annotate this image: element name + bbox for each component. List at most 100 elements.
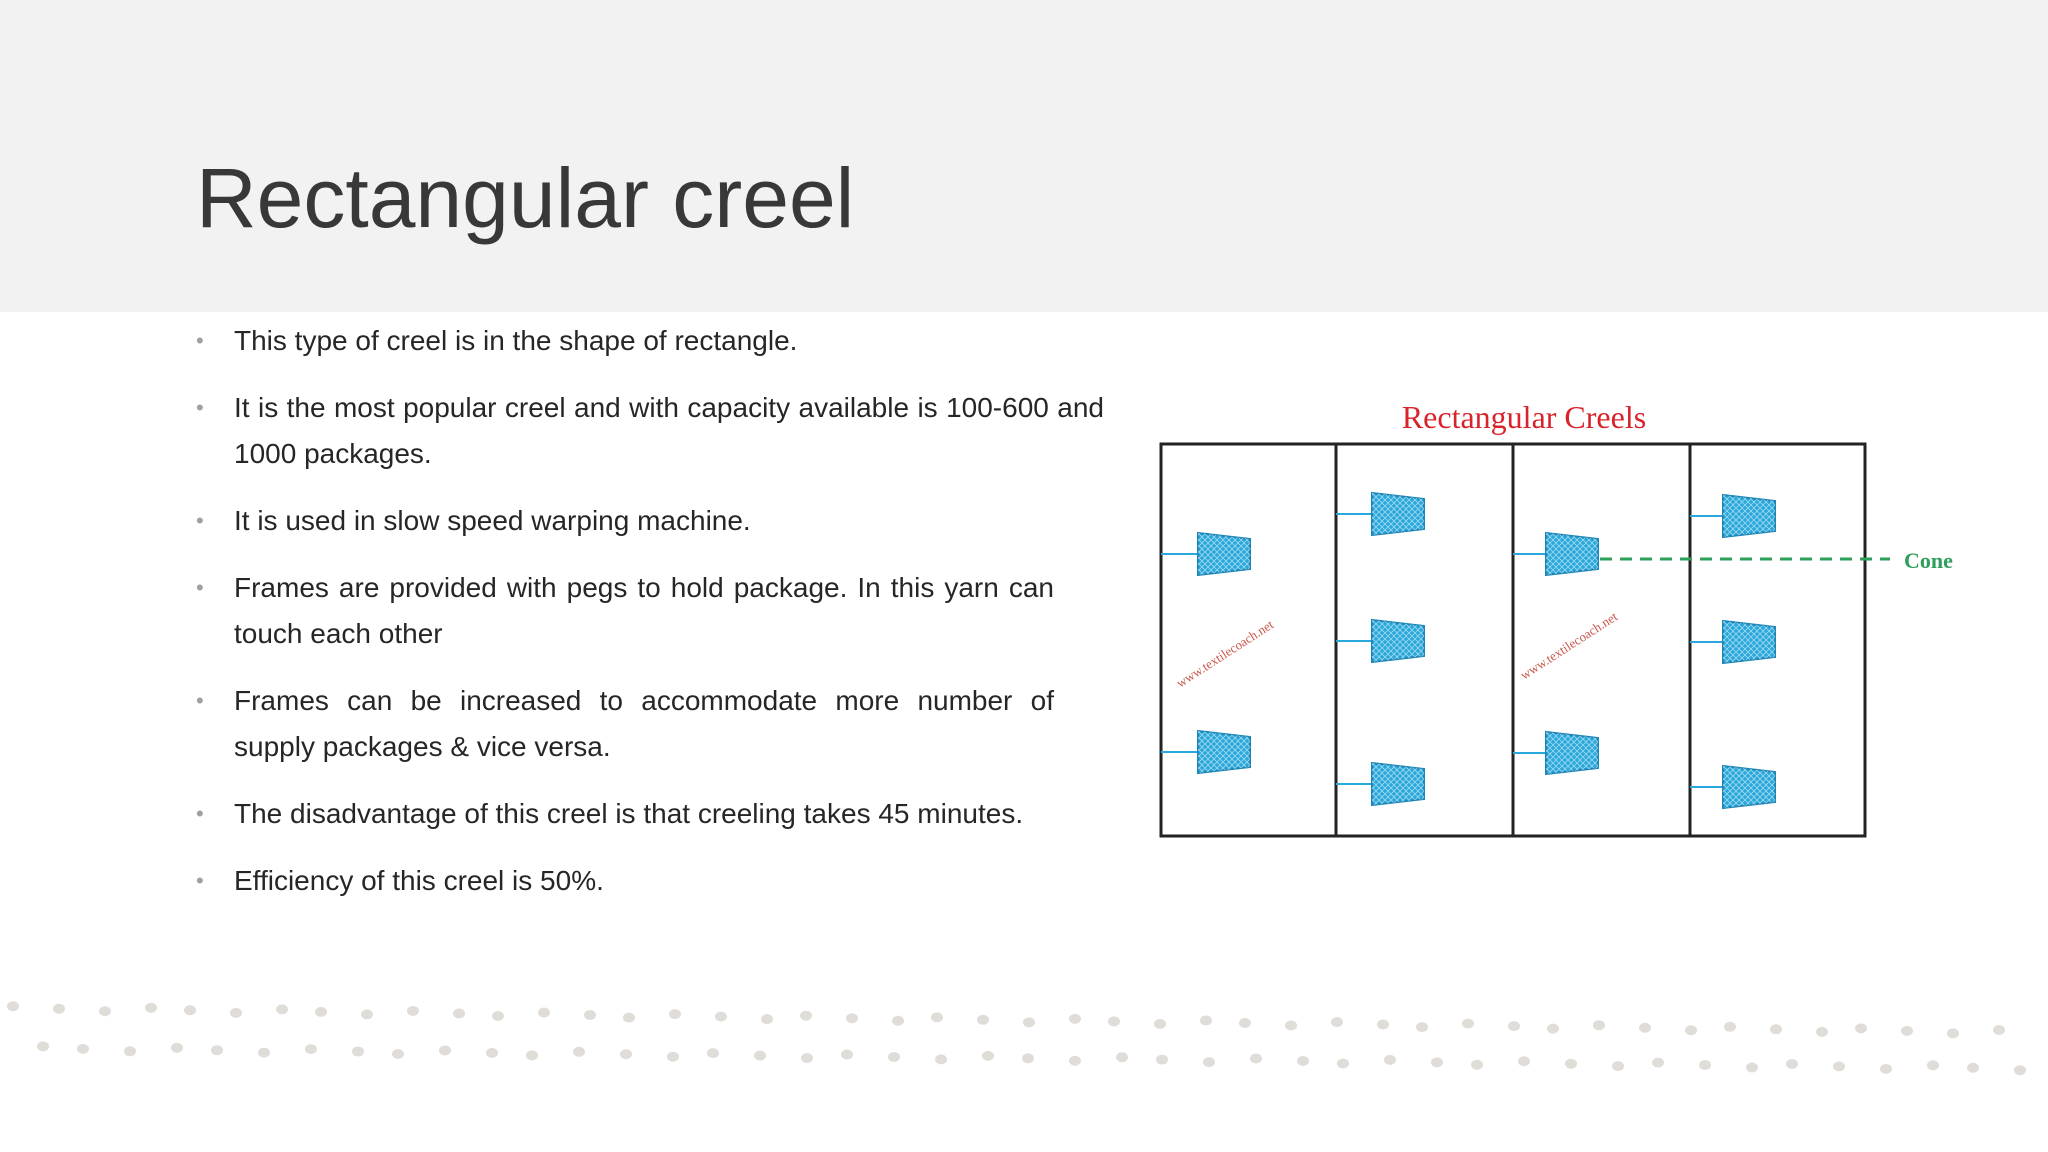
bullet-text: Frames can be increased to accommodate m… [234,685,1054,762]
decor-dot [888,1051,900,1062]
bullet-dot-icon: • [196,395,204,420]
decor-dot [392,1049,404,1059]
bullet-dot-icon: • [196,868,204,893]
cone-icon [1544,730,1600,776]
decor-dot [184,1005,196,1016]
decor-dot [1967,1062,1979,1073]
decor-dot [124,1046,136,1057]
decor-dot [1203,1057,1215,1068]
decor-dot [492,1011,504,1021]
decor-dot [1880,1063,1892,1074]
bullet-item: • Efficiency of this creel is 50%. [196,858,1076,904]
decor-dot [1156,1054,1168,1065]
bullet-text: This type of creel is in the shape of re… [234,325,798,356]
decor-dot [1416,1022,1428,1033]
cone-icon [1721,764,1777,810]
decor-dot [1927,1060,1939,1071]
bullet-list: • This type of creel is in the shape of r… [196,318,1104,925]
cone-icon [1721,619,1777,665]
bullet-item: •Frames are provided with pegs to hold p… [196,565,1054,657]
decor-dot [211,1045,223,1056]
decor-dot [1565,1058,1577,1069]
decor-dot [53,1003,65,1014]
cone-icon [1196,729,1252,775]
decor-dot [77,1043,89,1054]
decor-dot [982,1050,994,1061]
decor-dot [230,1007,242,1018]
decor-dot [715,1011,727,1022]
bullet-text: Efficiency of this creel is 50%. [234,865,604,896]
decor-dot [1786,1058,1798,1069]
decor-dot [841,1049,853,1060]
decor-dot [846,1013,858,1024]
decor-dot [1154,1018,1166,1029]
cone-label: Cone [1904,548,1953,573]
decor-dot [573,1046,585,1057]
decor-dot [486,1047,498,1058]
decor-dot [800,1010,812,1021]
diagram-title: Rectangular Creels [1402,399,1646,435]
bullet-item: •It is the most popular creel and with c… [196,385,1104,477]
title-band [0,0,2048,312]
decor-dot [1833,1061,1845,1072]
decor-dot [1069,1013,1081,1024]
decor-dot [801,1053,813,1064]
bullet-text: Frames are provided with pegs to hold pa… [234,572,1054,649]
decor-dot [1116,1052,1128,1063]
cone-icon [1196,531,1252,577]
decor-dot [1699,1060,1711,1071]
cone-icon [1370,761,1426,807]
bullet-item: •Frames can be increased to accommodate … [196,678,1054,770]
bullet-dot-icon: • [196,508,204,533]
decorative-dots [7,1001,2026,1076]
decor-dot [145,1002,157,1013]
decor-dot [669,1009,681,1020]
decor-dot [1337,1058,1349,1069]
decor-dot [1431,1057,1443,1068]
decor-dot [1639,1022,1651,1033]
bullet-item: • This type of creel is in the shape of r… [196,318,1094,364]
diagram-background [1150,388,1970,848]
bullet-dot-icon: • [196,328,204,353]
decor-dot [407,1005,419,1016]
decor-dot [453,1008,465,1019]
decor-dot [276,1004,288,1015]
cone-icon [1370,491,1426,537]
decor-dot [1069,1055,1081,1066]
decor-dot [439,1045,451,1056]
decor-dot [315,1006,327,1017]
decor-dot [623,1012,635,1023]
decor-dot [1462,1018,1474,1029]
bullet-text: It is used in slow speed warping machine… [234,505,751,536]
decor-dot [1250,1053,1262,1064]
decor-dot [538,1007,550,1018]
decor-dot [1993,1024,2005,1035]
decor-dot [1471,1059,1483,1070]
decor-dot [761,1014,773,1025]
decor-dot [526,1050,538,1061]
decor-dot [1239,1017,1251,1028]
decor-dot [1022,1053,1034,1064]
decor-dot [1855,1023,1867,1034]
decor-dot [305,1044,317,1055]
decor-dot [1023,1017,1035,1028]
cone-icon [1544,531,1600,577]
decor-dot [1508,1021,1520,1032]
decor-dot [707,1048,719,1059]
decor-dot [171,1042,183,1053]
decor-dot [931,1012,943,1023]
decor-dot [1901,1025,1913,1036]
decor-dot [1377,1019,1389,1030]
decor-dot [1816,1026,1828,1037]
decor-dot [977,1014,989,1025]
decor-dot [1108,1016,1120,1027]
creel-frame [1159,442,1867,838]
cone-icon [1721,493,1777,539]
bullet-item: •The disadvantage of this creel is that … [196,791,1054,837]
decor-dot [1612,1061,1624,1072]
decor-dot [99,1006,111,1017]
decor-dot [352,1046,364,1057]
decor-dot [1200,1015,1212,1026]
peg-lines [1161,513,1723,788]
decor-dot [1331,1017,1343,1028]
